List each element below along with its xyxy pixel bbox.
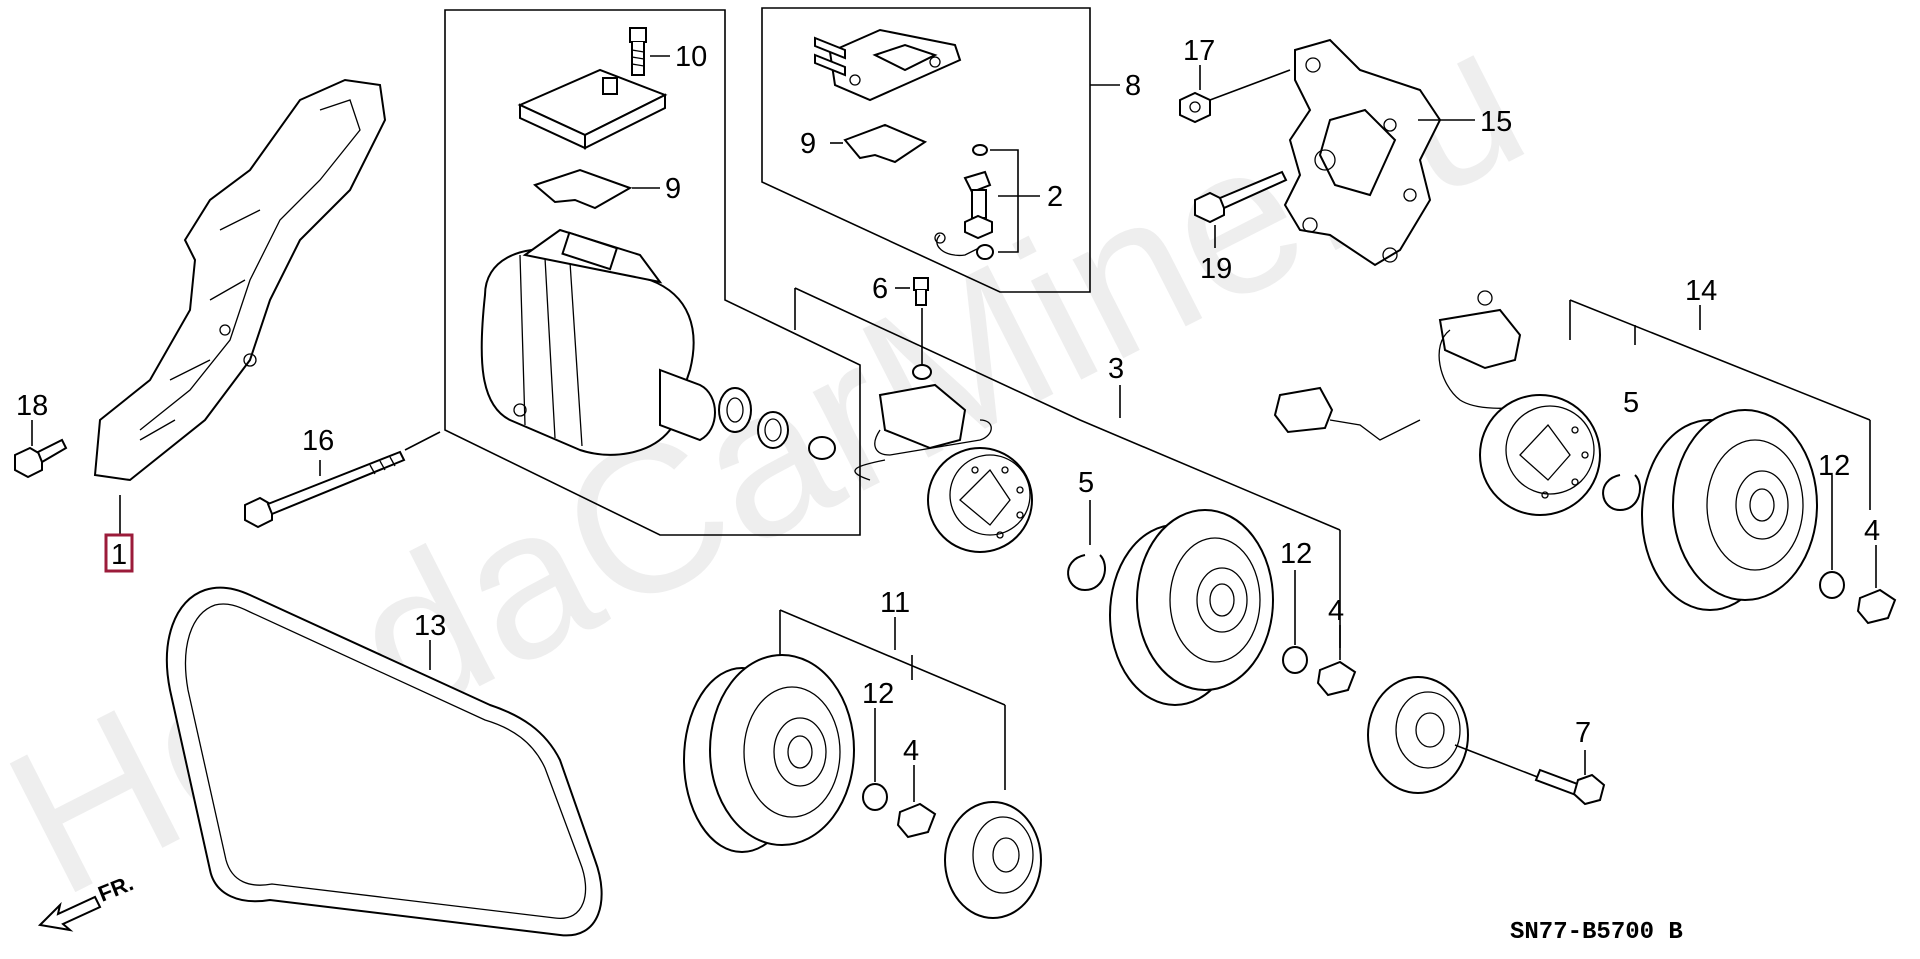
callout-19[interactable]: 19 (1200, 253, 1232, 285)
callout-6[interactable]: 6 (872, 273, 888, 305)
callout-17[interactable]: 17 (1183, 35, 1215, 67)
callout-8[interactable]: 8 (1125, 70, 1141, 102)
callout-4b[interactable]: 4 (903, 735, 919, 767)
callout-3[interactable]: 3 (1108, 353, 1124, 385)
part-pulley-11[interactable] (683, 654, 855, 853)
part-shim-12c[interactable] (862, 783, 888, 811)
part-bolt-10[interactable] (629, 27, 647, 76)
part-pulley-3[interactable] (1109, 509, 1274, 706)
part-heat-shield[interactable] (93, 78, 387, 482)
part-screw-6[interactable] (913, 277, 929, 306)
callout-12b[interactable]: 12 (1818, 450, 1850, 482)
part-pressure-plate-11[interactable] (944, 801, 1042, 919)
callout-4c[interactable]: 4 (1864, 515, 1880, 547)
part-pulley-14[interactable] (1641, 409, 1818, 611)
part-clip-4a[interactable] (1316, 660, 1357, 697)
part-shim-12a[interactable] (1282, 646, 1308, 674)
part-field-coil-14[interactable] (1273, 290, 1601, 516)
callout-12a[interactable]: 12 (1280, 538, 1312, 570)
part-compressor-cover-plate[interactable] (517, 68, 668, 150)
callout-5b[interactable]: 5 (1623, 387, 1639, 419)
leader-7-axis (1454, 744, 1541, 779)
valve-assembly-outline (761, 7, 1091, 293)
part-shaft-seal[interactable] (757, 411, 789, 449)
callout-14[interactable]: 14 (1685, 275, 1717, 307)
part-clip-4c[interactable] (1856, 588, 1897, 625)
callout-5a[interactable]: 5 (1078, 467, 1094, 499)
part-ac-compressor[interactable] (480, 228, 752, 456)
callout-7[interactable]: 7 (1575, 717, 1591, 749)
callout-11[interactable]: 11 (880, 587, 910, 619)
part-seal-ring[interactable] (808, 436, 836, 460)
leader-11-bracket (779, 609, 1006, 790)
callout-16[interactable]: 16 (302, 425, 334, 457)
part-gasket-9b[interactable] (843, 123, 928, 164)
callout-1[interactable]: 1 (111, 539, 127, 571)
part-pressure-plate[interactable] (1367, 676, 1469, 794)
compressor-assembly-outline (444, 9, 861, 536)
callout-12c[interactable]: 12 (862, 678, 894, 710)
callout-9b[interactable]: 9 (800, 128, 816, 160)
callout-9a[interactable]: 9 (665, 173, 681, 205)
leader-2 (990, 149, 1040, 253)
part-clip-4b[interactable] (896, 802, 937, 839)
part-screw-6-washer (912, 364, 932, 380)
part-drive-belt-13[interactable] (166, 586, 603, 937)
part-snap-ring-5[interactable] (1067, 554, 1106, 592)
part-nut-17[interactable] (1179, 91, 1211, 124)
leader-14-bracket (1569, 299, 1871, 510)
part-shim-12b[interactable] (1819, 571, 1845, 599)
diagram-code: SN77-B5700 B (1510, 919, 1683, 946)
part-compressor-bracket-15[interactable] (1283, 38, 1442, 267)
part-bolt-18[interactable] (14, 438, 68, 479)
part-relief-valve-2[interactable] (934, 144, 994, 260)
part-long-bolt-16[interactable] (244, 450, 406, 529)
part-field-coil-3[interactable] (854, 383, 1033, 553)
callout-10[interactable]: 10 (675, 41, 707, 73)
part-gasket-9[interactable] (533, 168, 633, 210)
callout-4a[interactable]: 4 (1328, 595, 1344, 627)
leader-3-bracket (794, 287, 1341, 648)
callout-1-highlight[interactable] (104, 533, 134, 573)
callout-13[interactable]: 13 (414, 610, 446, 642)
callout-15[interactable]: 15 (1480, 106, 1512, 138)
part-service-valve[interactable] (814, 28, 962, 102)
leader-17b (1209, 69, 1291, 101)
part-bolt-19[interactable] (1194, 170, 1288, 224)
leader-16 (404, 431, 441, 451)
callout-18[interactable]: 18 (16, 390, 48, 422)
part-snap-ring-5b[interactable] (1602, 474, 1641, 512)
callout-2[interactable]: 2 (1047, 181, 1063, 213)
part-bolt-7[interactable] (1534, 768, 1606, 806)
front-direction-arrow: FR. (37, 870, 137, 932)
part-shaft-seal-inner (764, 418, 782, 442)
